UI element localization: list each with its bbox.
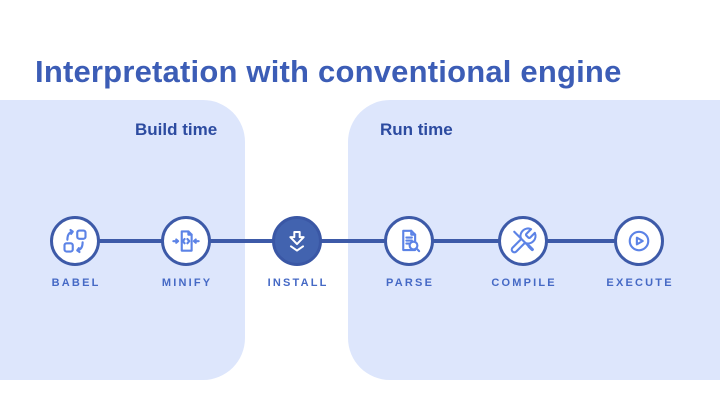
step-execute: EXECUTE <box>587 216 691 289</box>
minify-file-icon <box>172 230 200 252</box>
step-install: INSTALL <box>245 216 349 289</box>
step-compile: COMPILE <box>471 216 575 289</box>
step-circle <box>272 216 322 266</box>
step-label: PARSE <box>386 277 435 289</box>
step-label: EXECUTE <box>606 277 674 289</box>
step-circle <box>498 216 548 266</box>
step-circle <box>161 216 211 266</box>
parse-search-icon <box>402 229 421 253</box>
build-time-heading: Build time <box>135 120 218 139</box>
step-babel: BABEL <box>23 216 127 289</box>
page-title: Interpretation with conventional engine <box>35 53 622 89</box>
step-circle <box>614 216 664 266</box>
step-label: COMPILE <box>491 277 557 289</box>
install-download-icon <box>289 231 305 252</box>
run-time-heading: Run time <box>380 120 453 139</box>
transform-icon <box>63 228 87 254</box>
execute-play-icon <box>628 230 650 252</box>
compile-tools-icon <box>510 227 537 254</box>
step-circle <box>50 216 100 266</box>
step-label: MINIFY <box>161 277 213 289</box>
step-circle <box>384 216 434 266</box>
step-minify: MINIFY <box>134 216 238 289</box>
step-parse: PARSE <box>357 216 461 289</box>
step-label: BABEL <box>51 277 101 289</box>
pipeline-connector-line <box>75 239 639 243</box>
step-label: INSTALL <box>267 277 329 289</box>
